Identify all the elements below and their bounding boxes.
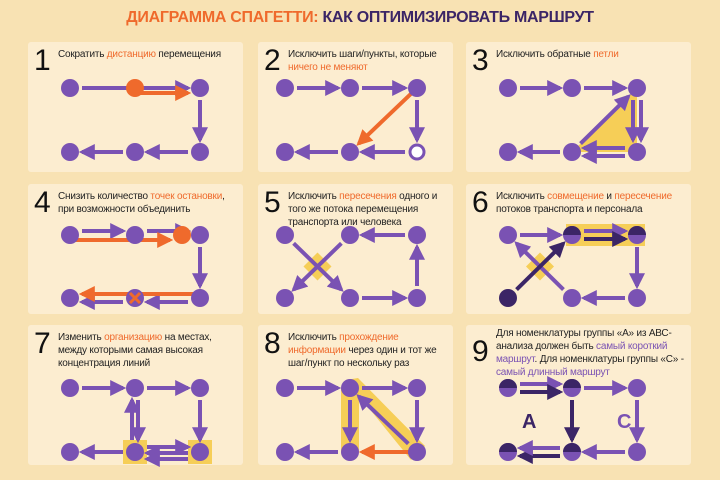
text-segment: Снизить количество — [58, 191, 151, 202]
text-segment: на местах, между которыми самая высокая … — [58, 332, 212, 369]
step-panel-4: 4 Снизить количество точек остановки, при… — [28, 184, 243, 314]
text-segment: потоков транспорта и персонала — [496, 204, 643, 215]
highlighted-text: самый длинный маршрут — [496, 367, 610, 378]
step-number: 6 — [472, 186, 489, 219]
highlighted-text: дистанцию — [106, 49, 156, 60]
step-number: 4 — [34, 186, 51, 219]
step-number: 7 — [34, 327, 51, 360]
highlighted-text: совмещение — [547, 191, 604, 202]
step-description: Исключить пересечения одного и того же п… — [288, 190, 447, 229]
step-panel-2: 2 Исключить шаги/пункты, которые ничего н… — [258, 42, 453, 172]
text-segment: через один и тот же шаг/пункт по несколь… — [288, 345, 437, 369]
highlighted-text: точек остановки — [150, 191, 223, 202]
step-description: Для номенклатуры группы «А» из АВС-анали… — [496, 327, 685, 379]
step-number: 1 — [34, 44, 51, 77]
step-panel-1: 1 Сократить дистанцию перемещения — [28, 42, 243, 172]
step-panel-6: 6 Исключить совмещение и пересечение пото… — [466, 184, 691, 314]
step-description: Снизить количество точек остановки, при … — [58, 190, 237, 216]
text-segment: одного и того же потока перемещения тран… — [288, 191, 438, 228]
highlighted-text: пересечение — [614, 191, 672, 202]
step-description: Исключить прохождение информации через о… — [288, 331, 447, 370]
highlighted-text: прохождение информации — [288, 332, 399, 356]
step-description: Исключить шаги/пункты, которые ничего не… — [288, 48, 447, 74]
highlighted-text: самый короткий маршрут — [496, 341, 668, 365]
text-segment: и — [603, 191, 615, 202]
step-description: Изменить организацию на местах, между ко… — [58, 331, 237, 370]
step-number: 5 — [264, 186, 281, 219]
highlighted-text: организацию — [104, 332, 163, 343]
text-segment: . Для номенклатуры группы «С» - — [534, 354, 685, 365]
step-number: 2 — [264, 44, 281, 77]
text-segment: Исключить — [496, 191, 548, 202]
text-segment: Исключить шаги/пункты, которые — [288, 49, 437, 60]
step-number: 3 — [472, 44, 489, 77]
text-segment: Для номенклатуры группы «А» из АВС-анали… — [496, 328, 672, 352]
page-title: ДИАГРАММА СПАГЕТТИ: КАК ОПТИМИЗИРОВАТЬ М… — [0, 9, 720, 27]
text-segment: Исключить обратные — [496, 49, 594, 60]
highlighted-text: пересечения — [339, 191, 397, 202]
step-description: Исключить обратные петли — [496, 48, 685, 61]
step-panel-3: 3 Исключить обратные петли — [466, 42, 691, 172]
highlighted-text: ничего не меняют — [288, 62, 368, 73]
text-segment: перемещения — [155, 49, 221, 60]
text-segment: Исключить — [288, 332, 340, 343]
text-segment: Исключить — [288, 191, 340, 202]
step-description: Сократить дистанцию перемещения — [58, 48, 237, 61]
title-highlight: ДИАГРАММА СПАГЕТТИ: — [126, 9, 319, 26]
step-number: 9 — [472, 335, 489, 368]
highlighted-text: петли — [593, 49, 619, 60]
step-description: Исключить совмещение и пересечение поток… — [496, 190, 685, 216]
title-main: КАК ОПТИМИЗИРОВАТЬ МАРШРУТ — [322, 9, 594, 26]
text-segment: Сократить — [58, 49, 107, 60]
text-segment: , при возможности объединить — [58, 191, 225, 215]
step-number: 8 — [264, 327, 281, 360]
step-panel-9: 9 Для номенклатуры группы «А» из АВС-анал… — [466, 325, 691, 465]
text-segment: Изменить — [58, 332, 105, 343]
